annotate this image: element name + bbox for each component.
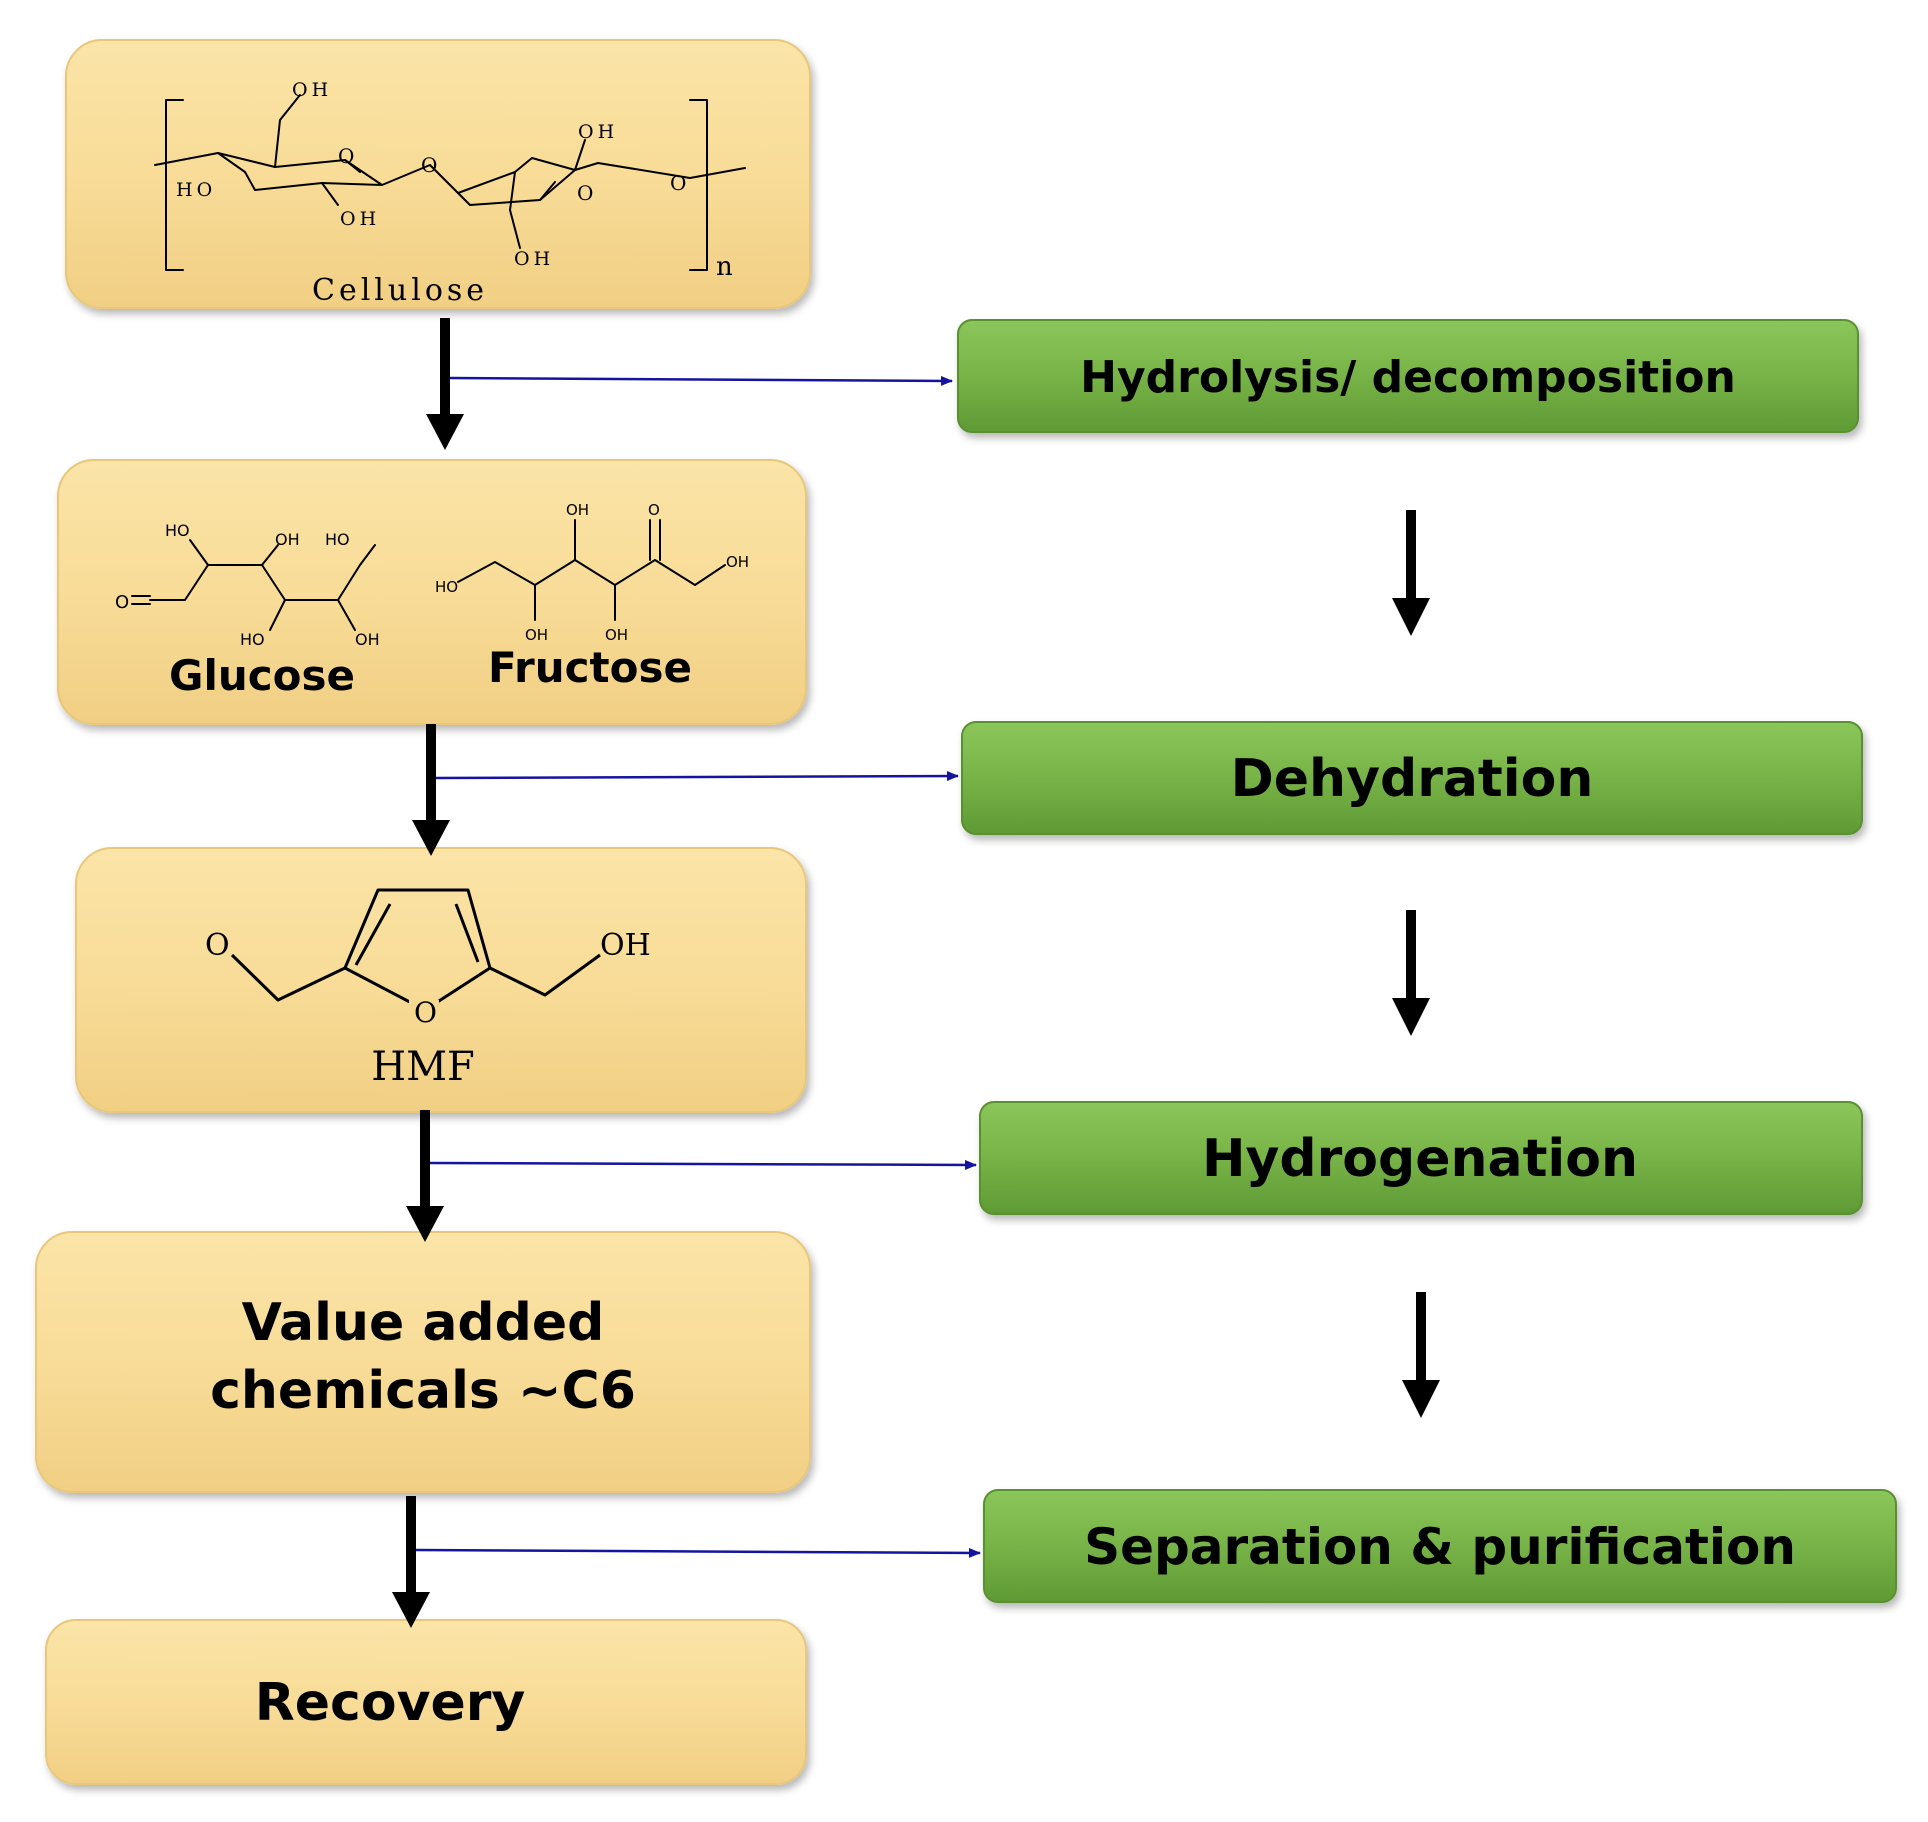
oh-label: OH [355,630,380,649]
oh-label: OH [600,928,651,963]
ho-label: HO [435,578,458,596]
oh-label: OH [340,208,380,230]
oh-label: OH [605,626,628,644]
ho-label: HO [176,179,216,201]
step-separation: Separation & purification [983,1489,1897,1603]
fructose-label: Fructose [488,643,692,692]
value-added-line1: Value added [242,1293,605,1353]
step-dehydration: Dehydration [961,721,1863,835]
sugars-box: O HO OH HO HO OH HO OH O OH OH OH Glucos… [57,459,807,725]
step-label: Hydrogenation [1202,1129,1638,1189]
glucose-label: Glucose [169,651,355,700]
step-hydrogenation: Hydrogenation [979,1101,1863,1215]
step-label: Separation & purification [1084,1518,1796,1576]
connector-arrow [429,1159,977,1170]
oh-label: OH [275,530,300,549]
recovery-label: Recovery [255,1673,526,1733]
left-flow-arrow [426,318,464,450]
svg-text:O: O [115,592,129,613]
hmf-label: HMF [371,1044,475,1090]
right-flow-arrow [1392,910,1430,1036]
o-label: O [205,928,230,963]
left-flow-arrow [406,1110,444,1242]
svg-text:O: O [670,171,686,195]
connector-arrow [415,1547,981,1558]
ho-label: HO [240,630,265,649]
cellulose-label: Cellulose [312,273,488,308]
svg-text:O: O [577,181,593,205]
step-label: Dehydration [1231,749,1594,809]
connector-arrow [435,771,959,782]
o-label: O [648,501,660,519]
left-flow-arrow [392,1496,430,1628]
ho-label: HO [165,521,190,540]
oh-label: OH [514,248,554,270]
svg-text:O: O [421,153,437,177]
left-flow-arrow [412,724,450,856]
o-ring-label: O [414,996,437,1029]
svg-text:O: O [338,144,354,168]
cellulose-subscript: n [716,252,733,282]
value-added-box: Value added chemicals ~C6 [35,1231,811,1493]
cellulose-box: n O O O O OH OH HO OH OH Cellulose [65,39,811,309]
step-label: Hydrolysis/ decomposition [1080,352,1736,403]
connector-arrow [449,375,953,386]
right-flow-arrow [1392,510,1430,636]
value-added-line2: chemicals ~C6 [210,1361,636,1421]
ho-label: HO [325,530,350,549]
oh-label: OH [566,501,589,519]
hmf-box: O O OH HMF [75,847,807,1113]
recovery-box: Recovery [45,1619,807,1785]
step-hydrolysis: Hydrolysis/ decomposition [957,319,1859,433]
oh-label: OH [292,79,332,101]
right-flow-arrow [1402,1292,1440,1418]
oh-label: OH [578,121,618,143]
oh-label: OH [726,553,749,571]
oh-label: OH [525,626,548,644]
